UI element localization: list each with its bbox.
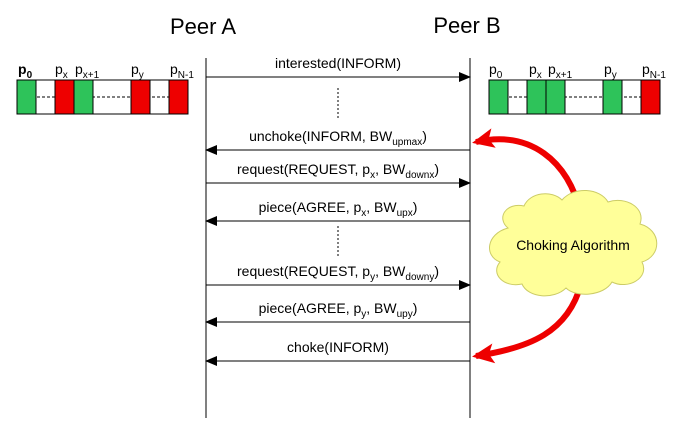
choking-choke-curve	[472, 283, 584, 364]
b-piece-label-2: px+1	[548, 61, 573, 81]
a-piece-label-2: px+1	[75, 61, 100, 81]
a-piece-block-have	[16, 79, 37, 115]
peer-b-title: Peer B	[433, 13, 500, 38]
choking-algorithm-cloud: Choking Algorithm	[489, 190, 658, 297]
message-5: request(REQUEST, py, BWdowny)	[206, 263, 471, 290]
message-4: piece(AGREE, px, BWupx)	[205, 199, 470, 226]
a-piece-block-have	[73, 79, 94, 115]
b-piece-block-have	[488, 79, 509, 115]
peer-a-title: Peer A	[170, 14, 236, 39]
message-3: request(REQUEST, px, BWdownx)	[206, 161, 471, 188]
message-label: unchoke(INFORM, BWupmax)	[249, 128, 427, 148]
b-piece-block-have	[545, 79, 566, 115]
message-1: interested(INFORM)	[206, 55, 471, 82]
a-piece-label-3: py	[131, 61, 144, 81]
message-label: request(REQUEST, py, BWdowny)	[237, 263, 439, 283]
message-6: piece(AGREE, py, BWupy)	[205, 300, 470, 327]
message-label: choke(INFORM)	[287, 339, 389, 355]
peer-b-piece-labels: p0 px px+1 py pN-1	[489, 61, 666, 81]
b-piece-block-have	[602, 79, 623, 115]
message-label: piece(AGREE, px, BWupx)	[259, 199, 418, 219]
cloud-shape	[489, 190, 658, 297]
peer-b-piece-blocks	[488, 79, 661, 115]
b-piece-block-missing	[640, 79, 661, 115]
a-piece-block-missing	[130, 79, 151, 115]
message-label: request(REQUEST, px, BWdownx)	[237, 161, 439, 181]
message-2: unchoke(INFORM, BWupmax)	[205, 128, 470, 155]
peer-a-piece-labels: p0 px px+1 py pN-1	[18, 61, 194, 81]
b-piece-label-0: p0	[489, 61, 503, 81]
b-piece-block-have	[526, 79, 547, 115]
a-piece-label-1: px	[55, 61, 68, 81]
message-7: choke(INFORM)	[205, 339, 470, 366]
peer-a-piece-map: p0 px px+1 py pN-1	[16, 61, 194, 115]
a-piece-block-missing	[54, 79, 75, 115]
message-label: interested(INFORM)	[275, 55, 401, 71]
cloud-label: Choking Algorithm	[516, 237, 630, 253]
b-piece-label-4: pN-1	[642, 61, 666, 81]
peer-b-piece-map: p0 px px+1 py pN-1	[488, 61, 666, 115]
a-piece-label-4: pN-1	[170, 61, 194, 81]
message-sequence: interested(INFORM) unchoke(INFORM, BWupma…	[205, 55, 471, 366]
message-label: piece(AGREE, py, BWupy)	[259, 300, 418, 320]
b-piece-label-1: px	[529, 61, 542, 81]
a-piece-block-missing	[168, 79, 189, 115]
b-piece-label-3: py	[604, 61, 617, 81]
a-piece-label-0: p0	[18, 61, 33, 81]
peer-a-piece-blocks	[16, 79, 189, 115]
